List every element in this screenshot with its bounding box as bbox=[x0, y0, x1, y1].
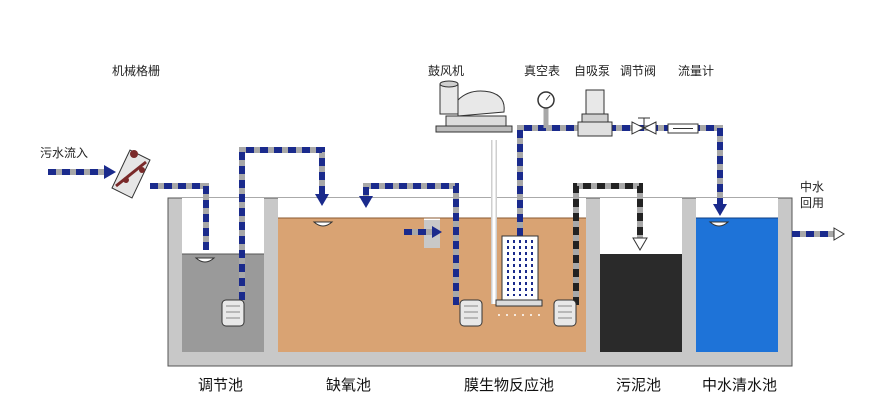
mbr-recirculation-pump-icon bbox=[459, 299, 483, 327]
flowmeter-icon bbox=[667, 123, 699, 134]
blower-icon bbox=[435, 80, 513, 133]
regulating-valve-label: 调节阀 bbox=[620, 64, 657, 78]
reclaimed-inlet-arrow bbox=[713, 204, 727, 216]
sludge-inlet-arrow bbox=[632, 237, 648, 251]
flowmeter-label: 流量计 bbox=[678, 64, 715, 78]
reclaimed-tank-label: 中水清水池 bbox=[702, 376, 778, 394]
sludge-tank-label: 污泥池 bbox=[616, 376, 662, 394]
regulating-valve-icon bbox=[631, 117, 657, 135]
mechanical-screen-icon bbox=[111, 149, 151, 199]
reclaimed-water bbox=[696, 218, 778, 352]
anoxic-tank-label: 缺氧池 bbox=[326, 376, 372, 394]
reclaimed-inlet-diffuser bbox=[708, 221, 730, 227]
vacuum-gauge-icon bbox=[537, 91, 555, 109]
blower-label: 鼓风机 bbox=[428, 64, 465, 78]
reuse-label-line2: 回用 bbox=[800, 196, 825, 210]
sludge-water bbox=[600, 254, 682, 352]
anoxic-inlet-diffuser bbox=[312, 221, 334, 227]
inflow-label: 污水流入 bbox=[40, 146, 89, 160]
equalization-tank-label: 调节池 bbox=[198, 376, 244, 394]
equalization-inlet-diffuser bbox=[194, 257, 216, 263]
reuse-label-line1: 中水 bbox=[800, 180, 825, 194]
anoxic-water bbox=[278, 218, 424, 352]
recirculation-arrow bbox=[359, 196, 373, 208]
membrane-module-icon bbox=[494, 235, 544, 322]
self-priming-pump-icon bbox=[577, 89, 613, 137]
overflow-arrow bbox=[432, 226, 442, 238]
equalization-pump-icon bbox=[221, 299, 245, 327]
mbr-tank-label: 膜生物反应池 bbox=[464, 376, 555, 394]
inflow-arrow bbox=[104, 165, 116, 179]
anoxic-inlet-arrow bbox=[315, 194, 329, 206]
reuse-outflow-arrow bbox=[833, 227, 845, 241]
self-priming-pump-label: 自吸泵 bbox=[574, 64, 611, 78]
screen-label: 机械格栅 bbox=[112, 64, 161, 78]
mbr-sludge-pump-icon bbox=[553, 299, 577, 327]
flow-arrows bbox=[104, 165, 845, 251]
vacuum-gauge-label: 真空表 bbox=[524, 64, 561, 78]
pipework bbox=[48, 108, 834, 305]
